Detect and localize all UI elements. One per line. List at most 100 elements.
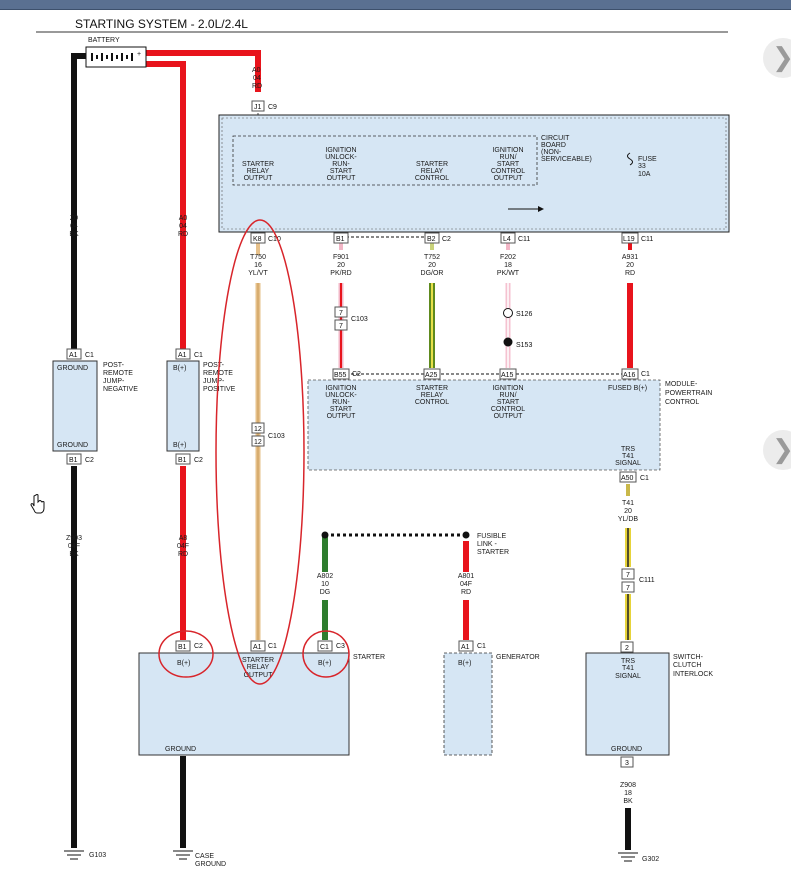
cb-starter-relay-control: STARTER RELAY CONTROL — [415, 161, 449, 182]
svg-text:NEGATIVE: NEGATIVE — [103, 386, 138, 393]
svg-text:A0: A0 — [252, 67, 261, 74]
svg-text:CONTROL: CONTROL — [665, 399, 699, 406]
svg-text:10: 10 — [321, 581, 329, 588]
connector-c103-bottom: 12 12 C103 — [251, 422, 285, 447]
fuse-icon — [627, 152, 633, 166]
svg-text:STARTER: STARTER — [242, 161, 274, 168]
next-page-button[interactable]: ❯ — [763, 38, 791, 78]
wire-label-a0-top: A0 04 RD — [252, 67, 262, 90]
svg-text:C1: C1 — [268, 643, 277, 650]
pcm-fused-b: FUSED B(+) — [608, 385, 647, 392]
battery-positive-cable — [146, 50, 261, 355]
svg-text:Z903: Z903 — [66, 535, 82, 542]
svg-text:IGNITION: IGNITION — [492, 147, 523, 154]
jump-negative-label: POST- REMOTE JUMP- NEGATIVE — [103, 362, 138, 393]
next-diagram-button[interactable]: ❯ — [763, 430, 791, 470]
svg-text:C1: C1 — [640, 475, 649, 482]
svg-text:L4: L4 — [503, 236, 511, 243]
svg-text:STARTER: STARTER — [242, 657, 274, 664]
pcm-title: MODULE- POWERTRAIN CONTROL — [665, 381, 712, 406]
svg-text:04F: 04F — [460, 581, 472, 588]
svg-text:MODULE-: MODULE- — [665, 381, 698, 388]
chevron-right-icon: ❯ — [772, 45, 791, 71]
svg-text:OUTPUT: OUTPUT — [494, 413, 524, 420]
svg-text:GROUND: GROUND — [57, 442, 88, 449]
svg-text:DG/OR: DG/OR — [421, 270, 444, 277]
svg-text:C1: C1 — [641, 371, 650, 378]
svg-text:TRS: TRS — [621, 446, 635, 453]
svg-text:RD: RD — [461, 589, 471, 596]
connector-b1-left: B1 C2 — [66, 453, 94, 465]
connector-l19: L19 C11 — [621, 232, 653, 244]
svg-text:20: 20 — [337, 262, 345, 269]
svg-text:04: 04 — [70, 223, 78, 230]
svg-text:B(+): B(+) — [173, 365, 186, 372]
connector-c103-top: 7 7 C103 — [334, 306, 368, 331]
svg-text:7: 7 — [339, 323, 343, 330]
svg-text:B(+): B(+) — [318, 660, 331, 667]
battery-label: BATTERY — [88, 37, 120, 44]
svg-text:CIRCUIT: CIRCUIT — [541, 135, 570, 142]
arrow-icon — [538, 206, 544, 212]
svg-text:SIGNAL: SIGNAL — [615, 673, 641, 680]
wire-label-z903: Z903 04F BK — [66, 535, 82, 558]
svg-text:B1: B1 — [178, 644, 187, 651]
svg-text:A931: A931 — [622, 254, 638, 261]
svg-text:A1: A1 — [461, 644, 470, 651]
pcm-ignition-unlock: IGNITION UNLOCK- RUN- START OUTPUT — [325, 385, 357, 420]
svg-text:RD: RD — [252, 83, 262, 90]
svg-text:C10: C10 — [268, 236, 281, 243]
svg-text:SIGNAL: SIGNAL — [615, 460, 641, 467]
wire-label-t752: T752 20 DG/OR — [421, 254, 444, 277]
ground-g103: G103 — [89, 852, 106, 859]
connector-a15: A15 — [499, 368, 517, 380]
svg-text:C2: C2 — [194, 457, 203, 464]
svg-text:IGNITION: IGNITION — [492, 385, 523, 392]
svg-text:CASE: CASE — [195, 853, 214, 860]
pcm-box — [307, 379, 661, 471]
svg-text:C9: C9 — [268, 104, 277, 111]
svg-text:A1: A1 — [178, 352, 187, 359]
svg-text:A1: A1 — [253, 644, 262, 651]
svg-text:K8: K8 — [253, 236, 262, 243]
svg-text:DG: DG — [320, 589, 331, 596]
svg-text:18: 18 — [504, 262, 512, 269]
ground-icon-g103 — [64, 850, 84, 860]
svg-text:YL/DB: YL/DB — [618, 516, 639, 523]
svg-text:7: 7 — [626, 585, 630, 592]
window-top-bar — [0, 0, 791, 10]
wire-label-z0: Z0 04 BK — [69, 215, 79, 238]
svg-text:RUN-: RUN- — [332, 399, 350, 406]
svg-text:OUTPUT: OUTPUT — [327, 175, 357, 182]
svg-text:F202: F202 — [500, 254, 516, 261]
svg-text:YL/VT: YL/VT — [248, 270, 268, 277]
svg-text:C103: C103 — [351, 316, 368, 323]
svg-text:+: + — [137, 51, 141, 58]
circuit-board-box — [218, 114, 730, 233]
svg-text:OUTPUT: OUTPUT — [244, 175, 274, 182]
svg-text:20: 20 — [428, 262, 436, 269]
cb-starter-relay-output: STARTER RELAY OUTPUT — [242, 161, 274, 182]
connector-a1-starter: A1 C1 — [250, 640, 277, 652]
svg-text:UNLOCK-: UNLOCK- — [325, 154, 357, 161]
svg-text:B1: B1 — [178, 457, 187, 464]
svg-text:INTERLOCK: INTERLOCK — [673, 671, 713, 678]
wire-label-z908: Z908 18 BK — [620, 782, 636, 805]
starter-box — [138, 652, 350, 756]
connector-a16: A16 C1 — [621, 368, 650, 380]
svg-text:CLUTCH: CLUTCH — [673, 662, 701, 669]
svg-text:B1: B1 — [336, 236, 345, 243]
svg-text:C111: C111 — [639, 577, 655, 584]
svg-text:C2: C2 — [194, 643, 203, 650]
wire-label-f901: F901 20 PK/RD — [330, 254, 351, 277]
svg-text:CONTROL: CONTROL — [491, 406, 525, 413]
switch-label: SWITCH- CLUTCH INTERLOCK — [673, 654, 713, 678]
connector-a1-gen: A1 C1 — [458, 640, 486, 652]
connector-j1 — [251, 100, 265, 112]
svg-text:RELAY: RELAY — [247, 168, 270, 175]
svg-text:Z0: Z0 — [70, 215, 78, 222]
connector-b1-starter: B1 C2 — [175, 640, 203, 652]
connector-c1-c3: C1 C3 — [317, 640, 345, 652]
connector-a50: A50 C1 — [619, 471, 649, 483]
